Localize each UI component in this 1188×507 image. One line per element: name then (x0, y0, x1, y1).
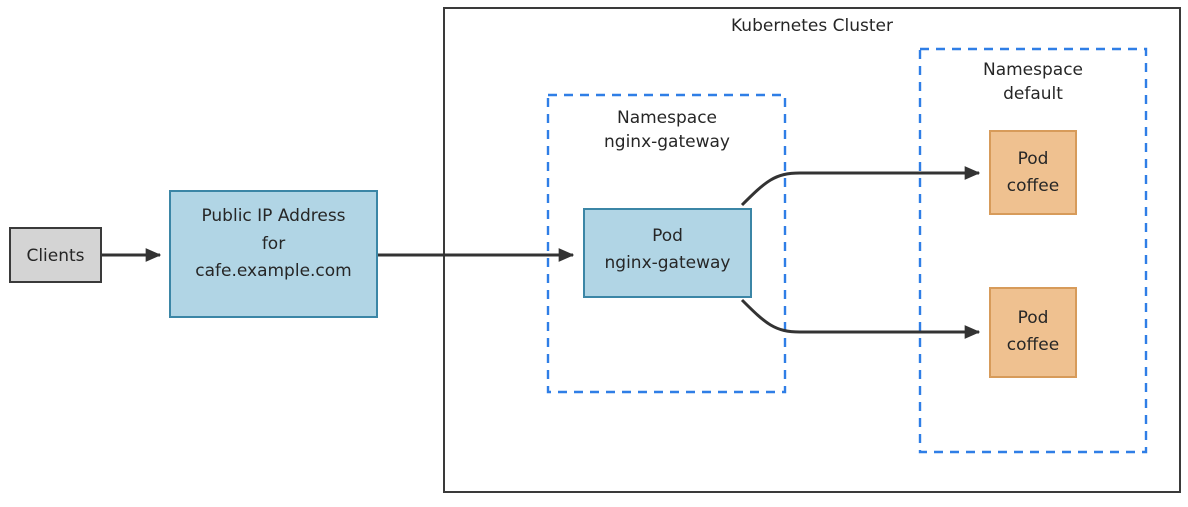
pod-nginx-gateway-label-line2: nginx-gateway (605, 253, 731, 273)
node-clients[interactable]: Clients (9, 227, 102, 283)
edge-gateway-to-coffee-top (740, 166, 981, 207)
namespace-nginx-gateway-label-line2: nginx-gateway (604, 132, 730, 152)
container-namespace-nginx-gateway: Namespace nginx-gateway (546, 93, 787, 394)
namespace-default-label-line2: default (1003, 84, 1063, 104)
public-ip-label-line2: for (262, 234, 285, 254)
pod-coffee-bottom-label-line1: Pod (1018, 308, 1049, 328)
namespace-nginx-gateway-label-line1: Namespace (617, 108, 717, 128)
pod-coffee-top-label-line1: Pod (1018, 149, 1049, 169)
node-public-ip-address[interactable]: Public IP Address for cafe.example.com (169, 190, 378, 318)
namespace-default-label-line1: Namespace (983, 60, 1083, 80)
pod-coffee-bottom-label-line2: coffee (1007, 335, 1059, 355)
kubernetes-cluster-label: Kubernetes Cluster (731, 16, 893, 36)
edge-gateway-to-coffee-bottom (740, 298, 981, 339)
container-namespace-default: Namespace default (918, 47, 1148, 454)
public-ip-label-line3: cafe.example.com (195, 261, 352, 281)
node-pod-nginx-gateway[interactable]: Pod nginx-gateway (583, 208, 752, 298)
public-ip-label-line1: Public IP Address (201, 206, 345, 226)
node-pod-coffee-bottom[interactable]: Pod coffee (989, 287, 1077, 378)
node-pod-coffee-top[interactable]: Pod coffee (989, 130, 1077, 215)
pod-nginx-gateway-label-line1: Pod (652, 226, 683, 246)
pod-coffee-top-label-line2: coffee (1007, 176, 1059, 196)
clients-label: Clients (26, 246, 84, 266)
container-kubernetes-cluster: Kubernetes Cluster (443, 7, 1181, 493)
